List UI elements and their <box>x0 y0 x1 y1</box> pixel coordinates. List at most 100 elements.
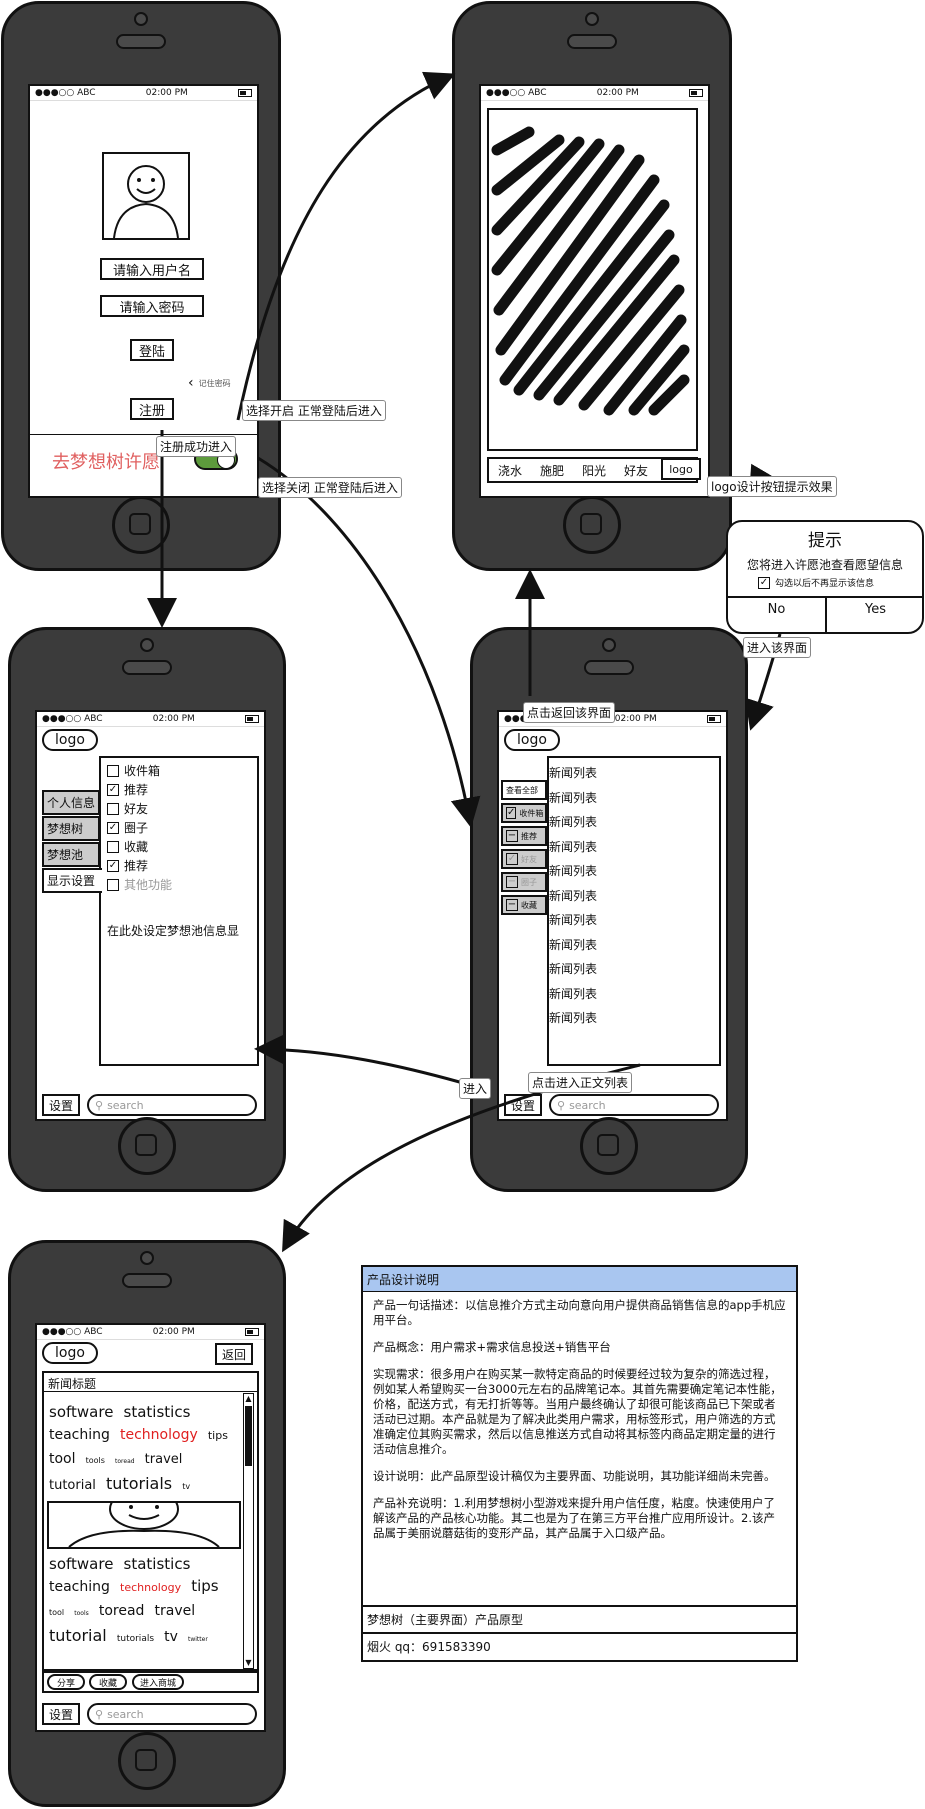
news-filter-item[interactable]: −收藏 <box>501 895 547 915</box>
news-list-item[interactable]: 新闻列表 <box>549 766 598 780</box>
settings-button[interactable]: 设置 <box>42 1094 80 1116</box>
settings-option[interactable]: ✓圈子 <box>107 819 148 836</box>
description-paragraph: 产品一句话描述：以信息推介方式主动向意向用户提供商品销售信息的app手机应用平台… <box>373 1298 786 1327</box>
dialog-yes-button[interactable]: Yes <box>865 602 886 617</box>
tag-cloud-word[interactable]: travel <box>144 1452 183 1467</box>
tag-cloud-word[interactable]: tool <box>49 1608 65 1617</box>
tag-cloud-word[interactable]: tools <box>85 1456 105 1465</box>
tag-cloud-word[interactable]: tools <box>74 1610 89 1617</box>
news-filter-item[interactable]: ✓好友 <box>501 849 547 869</box>
tab-dream-pool[interactable]: 梦想池 <box>42 842 100 867</box>
checkbox-icon[interactable] <box>107 840 119 853</box>
tag-cloud-word[interactable]: teaching <box>49 1427 110 1443</box>
tab-display-settings[interactable]: 显示设置 <box>42 868 102 893</box>
dialog-no-button[interactable]: No <box>767 602 786 617</box>
home-button[interactable] <box>118 1117 176 1175</box>
tag-cloud-word[interactable]: tv <box>164 1629 178 1645</box>
tag-cloud-word[interactable]: tutorials <box>116 1634 155 1644</box>
article-action-button[interactable]: 分享 <box>47 1674 85 1690</box>
username-input[interactable]: 请输入用户名 <box>100 258 204 280</box>
tag-cloud-word[interactable]: toread <box>115 1458 135 1465</box>
news-list-item[interactable]: 新闻列表 <box>549 937 598 952</box>
tag-cloud-word[interactable]: tutorial <box>49 1626 107 1645</box>
search-input[interactable]: ⚲search <box>87 1703 257 1725</box>
news-list-item[interactable]: 新闻列表 <box>549 864 598 878</box>
login-button[interactable]: 登陆 <box>130 339 174 361</box>
home-button[interactable] <box>580 1117 638 1175</box>
tag-cloud-word[interactable]: software <box>49 1403 114 1421</box>
news-filter-item[interactable]: −推荐 <box>501 826 547 846</box>
tag-cloud-word[interactable]: toread <box>98 1603 145 1619</box>
news-list-item[interactable]: 新闻列表 <box>549 1011 598 1025</box>
tab-water[interactable]: 浇水 <box>497 463 522 478</box>
tag-cloud-word[interactable]: statistics <box>123 1403 191 1421</box>
logo[interactable]: logo <box>504 729 560 751</box>
tag-cloud-word[interactable]: tutorial <box>49 1478 96 1493</box>
tab-fertilize[interactable]: 施肥 <box>539 463 564 478</box>
logo-button[interactable]: logo <box>661 458 701 480</box>
tag-cloud-word[interactable]: twitter <box>188 1636 208 1643</box>
tag-cloud-word[interactable]: tool <box>49 1451 76 1467</box>
scrollbar[interactable]: ▲ ▼ <box>243 1393 254 1669</box>
tag-cloud-word[interactable]: tips <box>191 1577 219 1595</box>
home-button[interactable] <box>118 1732 176 1790</box>
logo[interactable]: logo <box>42 1342 98 1364</box>
tag-cloud-word[interactable]: tutorials <box>106 1474 173 1493</box>
news-list-item[interactable]: 新闻列表 <box>549 962 598 976</box>
news-filter-item[interactable]: 查看全部 <box>501 780 547 800</box>
settings-option[interactable]: 其他功能 <box>107 876 172 893</box>
tab-dream-tree[interactable]: 梦想树 <box>42 816 100 841</box>
checkbox-checked-icon[interactable]: ✓ <box>107 783 119 796</box>
tag-cloud-word[interactable]: statistics <box>123 1555 191 1573</box>
back-button[interactable]: 返回 <box>215 1343 253 1365</box>
news-list-item[interactable]: 新闻列表 <box>549 839 598 854</box>
password-input[interactable]: 请输入密码 <box>100 295 204 317</box>
tab-personal-info[interactable]: 个人信息 <box>42 790 100 815</box>
tag-cloud-word[interactable]: travel <box>154 1603 196 1619</box>
home-button[interactable] <box>112 496 170 554</box>
tag-cloud-word[interactable]: technology <box>120 1581 182 1594</box>
tag-cloud-word[interactable]: software <box>49 1555 114 1573</box>
search-input[interactable]: ⚲search <box>87 1094 257 1116</box>
tag-cloud-word[interactable]: technology <box>120 1427 198 1443</box>
register-button[interactable]: 注册 <box>130 398 174 420</box>
news-list-item[interactable]: 新闻列表 <box>549 888 598 903</box>
settings-option[interactable]: 收件箱 <box>107 762 160 779</box>
settings-button[interactable]: 设置 <box>42 1703 80 1725</box>
settings-option[interactable]: ✓推荐 <box>107 857 148 874</box>
article-action-button[interactable]: 进入商城 <box>132 1674 184 1690</box>
checkbox-icon[interactable] <box>107 802 119 815</box>
logo[interactable]: logo <box>42 729 98 751</box>
tag-cloud-word[interactable]: tips <box>207 1429 228 1442</box>
scroll-thumb[interactable] <box>245 1406 252 1466</box>
dialog-checkbox[interactable]: ✓勾选以后不再显示该信息 <box>758 576 874 589</box>
checkbox-icon[interactable] <box>107 764 119 777</box>
checkbox-checked-icon[interactable]: ✓ <box>107 821 119 834</box>
news-list-item[interactable]: 新闻列表 <box>549 790 598 805</box>
checkbox-checked-icon[interactable]: ✓ <box>107 859 119 872</box>
dream-tree-link[interactable]: 去梦想树许愿 <box>52 452 160 473</box>
home-button[interactable] <box>563 496 621 554</box>
article-action-button[interactable]: 收藏 <box>89 1674 127 1690</box>
scroll-up-icon[interactable]: ▲ <box>245 1394 252 1403</box>
game-canvas[interactable] <box>487 108 698 451</box>
scroll-down-icon[interactable]: ▼ <box>245 1658 252 1667</box>
news-list-item[interactable]: 新闻列表 <box>549 986 598 1001</box>
news-filter-item[interactable]: −圈子 <box>501 872 547 892</box>
checkbox-icon[interactable] <box>107 878 119 891</box>
settings-option-label: 其他功能 <box>124 878 173 892</box>
tab-sunlight[interactable]: 阳光 <box>581 463 606 478</box>
news-list-item[interactable]: 新闻列表 <box>549 815 598 829</box>
settings-option[interactable]: 好友 <box>107 800 148 817</box>
settings-option[interactable]: ✓推荐 <box>107 781 148 798</box>
tab-friends[interactable]: 好友 <box>623 463 648 478</box>
settings-option[interactable]: 收藏 <box>107 838 148 855</box>
tag-cloud-word[interactable]: tv <box>182 1482 191 1491</box>
arrow-to-game <box>236 71 456 421</box>
search-input[interactable]: ⚲search <box>549 1094 719 1116</box>
remember-password[interactable]: ‹记住密码 <box>188 375 231 391</box>
news-list-item[interactable]: 新闻列表 <box>549 913 598 927</box>
news-filter-item[interactable]: ✓收件箱 <box>501 803 547 823</box>
tag-cloud-word[interactable]: teaching <box>49 1579 110 1595</box>
